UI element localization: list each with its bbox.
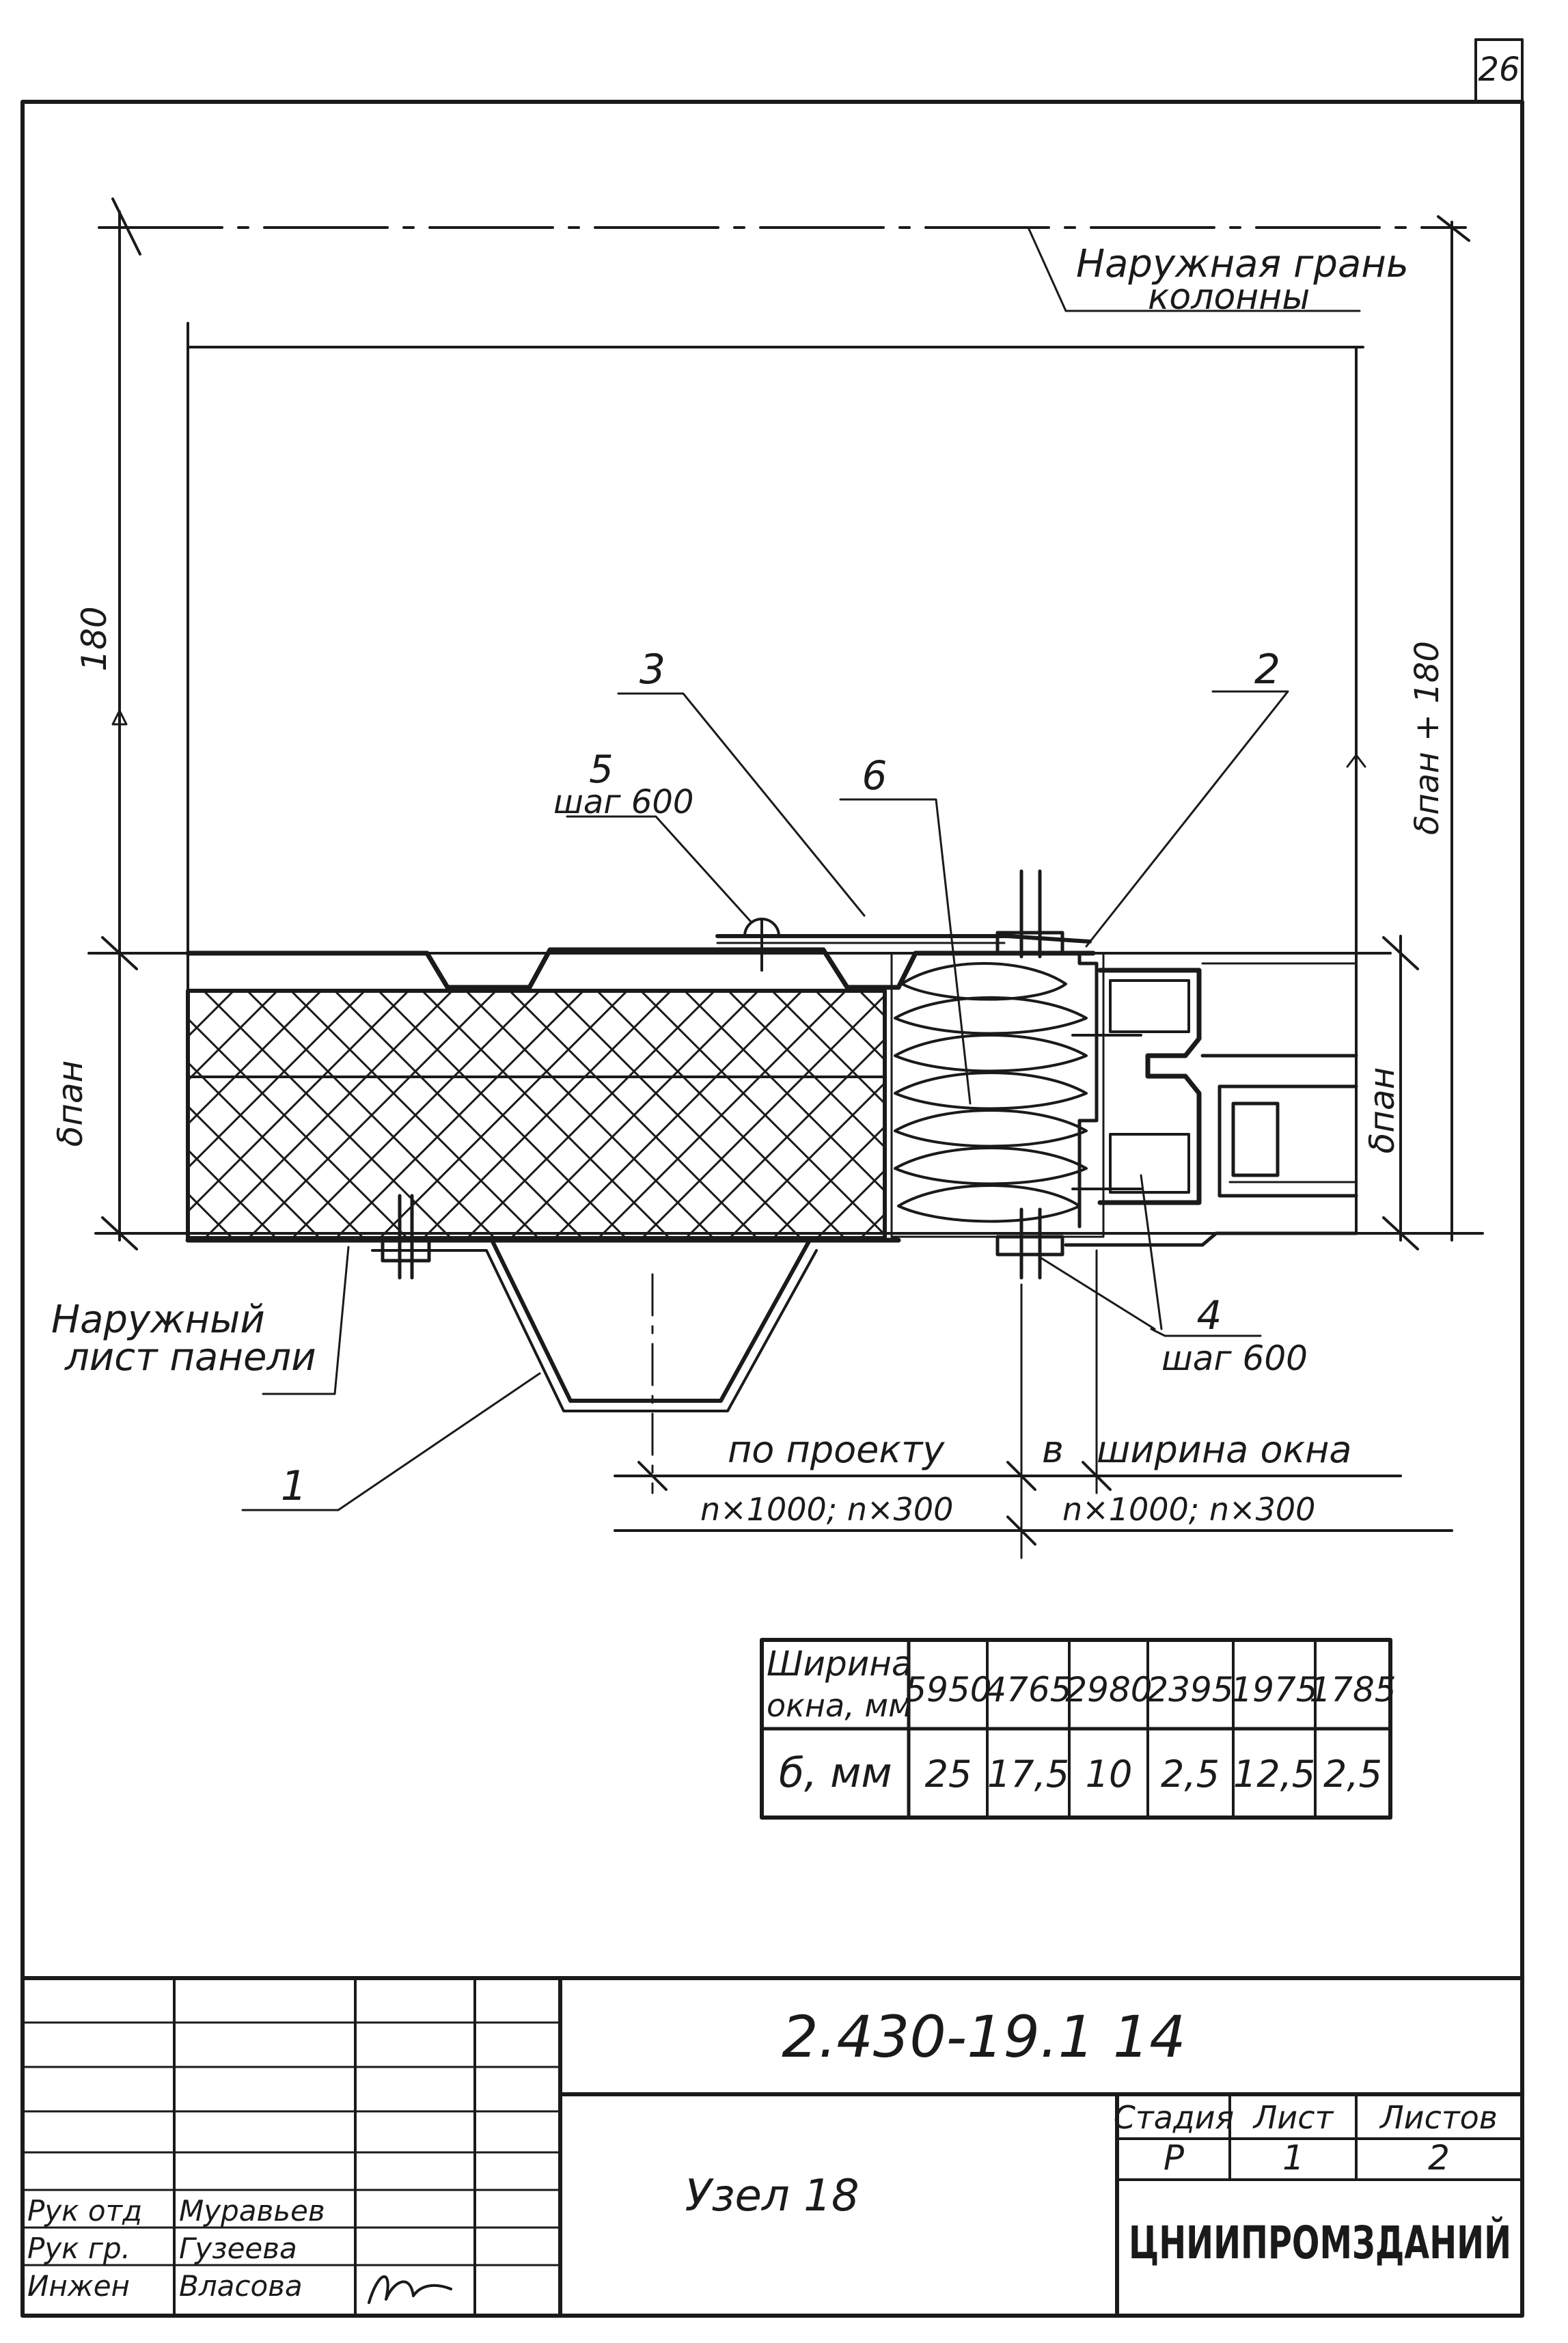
- table-cell-width: 1975: [1230, 1670, 1317, 1710]
- bottom-dimension-chain: [614, 1249, 1453, 1559]
- sheet-header: Лист: [1252, 2099, 1334, 2136]
- doc-code: 2.430-19.1 14: [782, 2003, 1185, 2070]
- table-cell-width: 5950: [905, 1670, 991, 1710]
- outer-sheet-label-2: лист панели: [64, 1335, 316, 1380]
- sheet-value: 1: [1282, 2138, 1304, 2178]
- table-cell-b: 17,5: [987, 1753, 1069, 1796]
- table-cell-width: 4765: [985, 1670, 1071, 1710]
- callout-4-step: шаг 600: [1161, 1339, 1308, 1378]
- title-block-people: Рук отд Рук гр. Инжен Муравьев Гузеева В…: [27, 2194, 325, 2303]
- column-face-dimension: [98, 197, 1470, 312]
- window-frame: [1064, 951, 1358, 1247]
- dim-modules-left: n×1000; n×300: [700, 1491, 953, 1528]
- table-cell-b: 2,5: [1161, 1753, 1220, 1796]
- dimension-right-vertical: [1346, 221, 1453, 1242]
- rivet-5: [743, 918, 780, 972]
- sheets-header: Листов: [1379, 2099, 1498, 2136]
- outer-sheet-label: Наружный: [51, 1298, 265, 1342]
- profiled-sheet-1: [350, 1238, 897, 1494]
- table-b-values: 25 17,5 10 2,5 12,5 2,5: [925, 1753, 1382, 1796]
- table-cell-b: 25: [925, 1753, 972, 1796]
- sheets-value: 2: [1428, 2138, 1450, 2178]
- column-face-label-2: колонны: [1148, 277, 1310, 318]
- wall-panel: [185, 947, 1096, 1243]
- stage-value: Р: [1164, 2138, 1185, 2178]
- stage-header: Стадия: [1114, 2099, 1234, 2136]
- callout-3: 3: [639, 646, 665, 694]
- dim-window-width: ширина окна: [1097, 1428, 1352, 1471]
- callout-1: 1: [281, 1462, 307, 1510]
- sheet-frame: [20, 38, 1524, 2318]
- table-cell-width: 2980: [1065, 1670, 1152, 1710]
- table-cell-width: 1785: [1309, 1670, 1396, 1710]
- signature: [368, 2275, 452, 2304]
- role-engineer: Инжен: [27, 2269, 130, 2303]
- dim-panel-left: δпан: [51, 1060, 90, 1147]
- bolts: [381, 869, 1142, 1280]
- sheet-title: Узел 18: [685, 2171, 859, 2221]
- title-block: [20, 1976, 1524, 2318]
- table-header-b: б, мм: [779, 1749, 892, 1797]
- table-cell-width: 2395: [1146, 1670, 1233, 1710]
- table-cell-b: 12,5: [1233, 1753, 1315, 1796]
- dim-panel-right: δпан: [1362, 1067, 1402, 1154]
- callout-4: 4: [1197, 1292, 1222, 1339]
- dim-by-project: по проекту: [728, 1428, 945, 1471]
- callout-2: 2: [1254, 646, 1280, 694]
- table-cell-b: 10: [1086, 1753, 1133, 1796]
- seal-6: [890, 952, 1105, 1238]
- dim-right-vertical-label: δпан + 180: [1408, 641, 1446, 835]
- dim-180-label: 180: [74, 606, 114, 671]
- organization: ЦНИИПРОМЗДАНИЙ: [1129, 2216, 1511, 2269]
- column-face-label: Наружная грань: [1076, 242, 1409, 286]
- role-head-group: Рук гр.: [27, 2232, 130, 2265]
- window-width-table: [760, 1638, 1392, 1820]
- table-header-width: Ширина: [767, 1644, 913, 1684]
- top-profiled-sheet: [185, 947, 1096, 990]
- callout-5-step: шаг 600: [553, 783, 693, 821]
- name-engineer: Власова: [179, 2269, 303, 2303]
- dim-b: в: [1042, 1428, 1064, 1471]
- dimension-180-left: [111, 210, 128, 1242]
- callout-5: 5: [589, 748, 614, 792]
- callout-6: 6: [862, 752, 888, 799]
- table-widths: 5950 4765 2980 2395 1975 1785: [905, 1670, 1396, 1710]
- dim-modules-right: n×1000; n×300: [1062, 1491, 1315, 1528]
- sheet-number: 26: [1478, 51, 1519, 89]
- table-header-width-2: окна, мм: [767, 1687, 912, 1724]
- role-head-dept: Рук отд: [27, 2194, 142, 2228]
- name-head-dept: Муравьев: [179, 2194, 325, 2228]
- name-head-group: Гузеева: [179, 2232, 297, 2265]
- table-cell-b: 2,5: [1323, 1753, 1382, 1796]
